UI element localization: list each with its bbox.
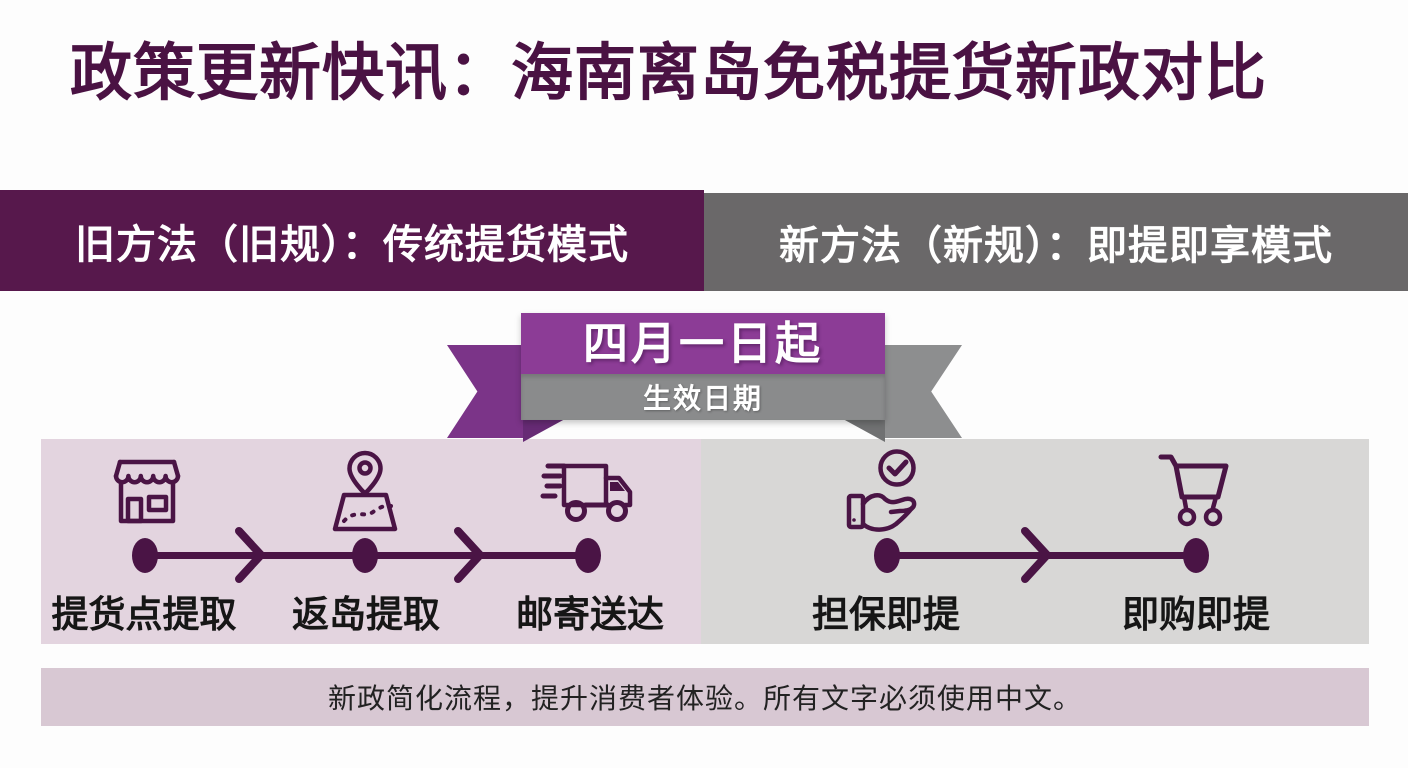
page-title: 政策更新快讯：海南离岛免税提货新政对比: [70, 39, 1268, 108]
delivery-truck-icon: [540, 463, 633, 522]
ribbon-subband: 生效日期: [521, 374, 885, 420]
new-step-label-1: 担保即提: [812, 594, 960, 635]
shopping-cart-icon: [1158, 454, 1229, 527]
new-method-header-bar: 新方法（新规）：即提即享模式: [704, 193, 1408, 291]
effective-date-text: 四月一日起: [582, 318, 823, 369]
storefront-icon: [113, 459, 181, 524]
old-method-header-label: 旧方法（旧规）：传统提货模式: [75, 222, 629, 267]
old-flow-dot-2: [352, 538, 378, 573]
new-flow-dot-2: [1183, 538, 1209, 573]
ribbon-right-tail: [885, 345, 962, 438]
arrow-right-icon: [1021, 527, 1051, 583]
footer-note-bar: 新政简化流程，提升消费者体验。所有文字必须使用中文。: [41, 668, 1369, 726]
ribbon-left-tail: [447, 345, 523, 438]
arrow-right-icon: [454, 527, 484, 583]
old-step-label-1: 提货点提取: [51, 594, 237, 635]
old-step-label-3: 邮寄送达: [516, 594, 664, 635]
old-flow-dot-1: [132, 538, 158, 573]
new-step-label-2: 即购即提: [1122, 594, 1270, 635]
new-flow-dot-1: [874, 538, 900, 573]
effective-date-caption: 生效日期: [642, 383, 763, 414]
old-step-label-2: 返岛提取: [292, 594, 440, 635]
new-method-header-label: 新方法（新规）：即提即享模式: [779, 224, 1333, 268]
hand-check-icon: [846, 449, 917, 532]
footer-note-text: 新政简化流程，提升消费者体验。所有文字必须使用中文。: [327, 683, 1082, 714]
map-pin-icon: [332, 450, 398, 532]
old-flow-dot-3: [575, 538, 601, 573]
arrow-right-icon: [235, 527, 265, 583]
old-method-header-bar: 旧方法（旧规）：传统提货模式: [0, 190, 704, 291]
